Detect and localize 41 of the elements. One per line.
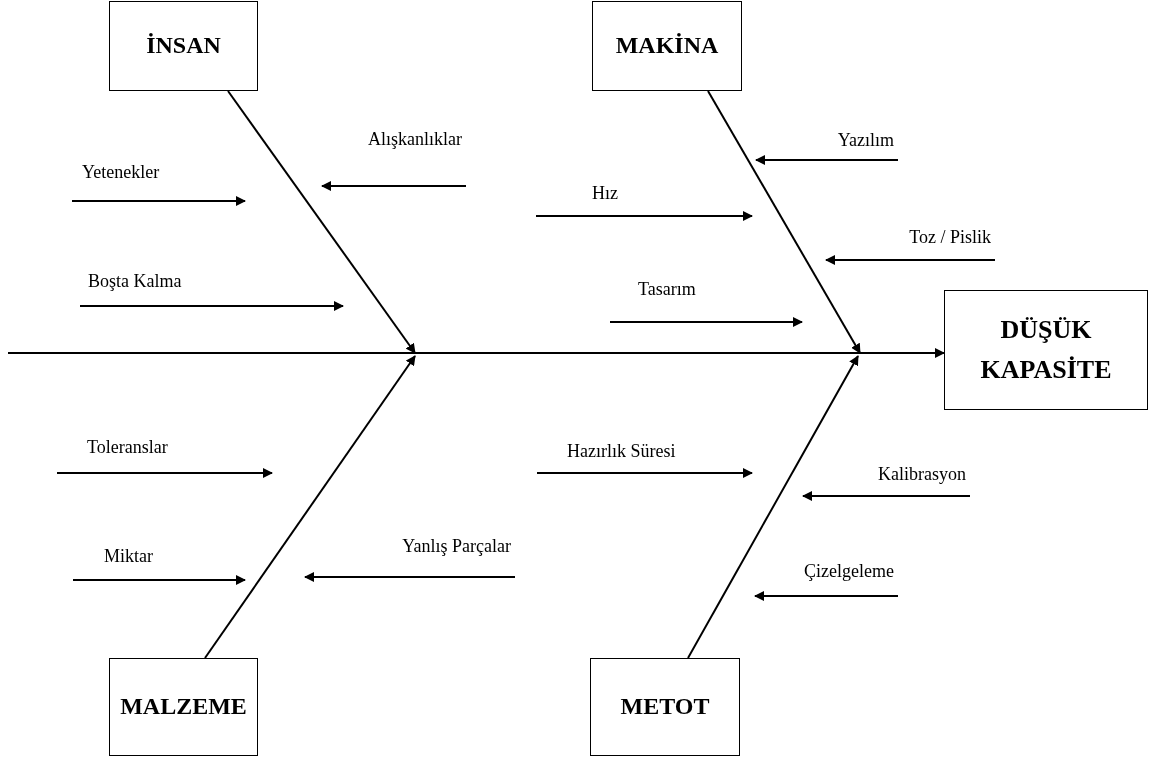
category-label: MALZEME xyxy=(120,692,247,722)
arrow xyxy=(609,317,803,327)
arrow xyxy=(56,468,273,478)
category-label: DÜŞÜK KAPASİTE xyxy=(979,313,1113,386)
arrow xyxy=(536,468,753,478)
arrow xyxy=(321,181,467,191)
arrow xyxy=(71,196,246,206)
category-label: MAKİNA xyxy=(615,31,719,61)
category-box xyxy=(944,290,1148,410)
category-label: İNSAN xyxy=(146,31,221,61)
cause-label: Kalibrasyon xyxy=(878,464,966,485)
arrow xyxy=(754,591,899,601)
cause-label: Toz / Pislik xyxy=(909,227,991,248)
category-box xyxy=(109,658,258,756)
cause-label: Hazırlık Süresi xyxy=(567,441,676,462)
arrow xyxy=(687,355,859,659)
cause-label: Yazılım xyxy=(837,130,894,151)
cause-label: Çizelgeleme xyxy=(804,561,894,582)
arrow xyxy=(825,255,996,265)
category-box xyxy=(109,1,258,91)
category-label: METOT xyxy=(620,692,710,722)
category-box xyxy=(592,1,742,91)
arrow xyxy=(755,155,899,165)
arrow xyxy=(79,301,344,311)
arrow xyxy=(707,90,861,354)
category-box xyxy=(590,658,740,756)
arrow xyxy=(227,90,416,354)
cause-label: Hız xyxy=(592,183,618,204)
arrow xyxy=(204,355,416,659)
cause-label: Toleranslar xyxy=(87,437,168,458)
cause-label: Miktar xyxy=(104,546,153,567)
arrow xyxy=(304,572,516,582)
arrow xyxy=(7,348,945,358)
arrow xyxy=(72,575,246,585)
cause-label: Yetenekler xyxy=(82,162,160,183)
cause-label: Alışkanlıklar xyxy=(368,129,462,150)
arrow xyxy=(535,211,753,221)
cause-label: Tasarım xyxy=(638,279,696,300)
cause-label: Yanlış Parçalar xyxy=(402,536,511,557)
arrow xyxy=(802,491,971,501)
cause-label: Boşta Kalma xyxy=(88,271,182,292)
